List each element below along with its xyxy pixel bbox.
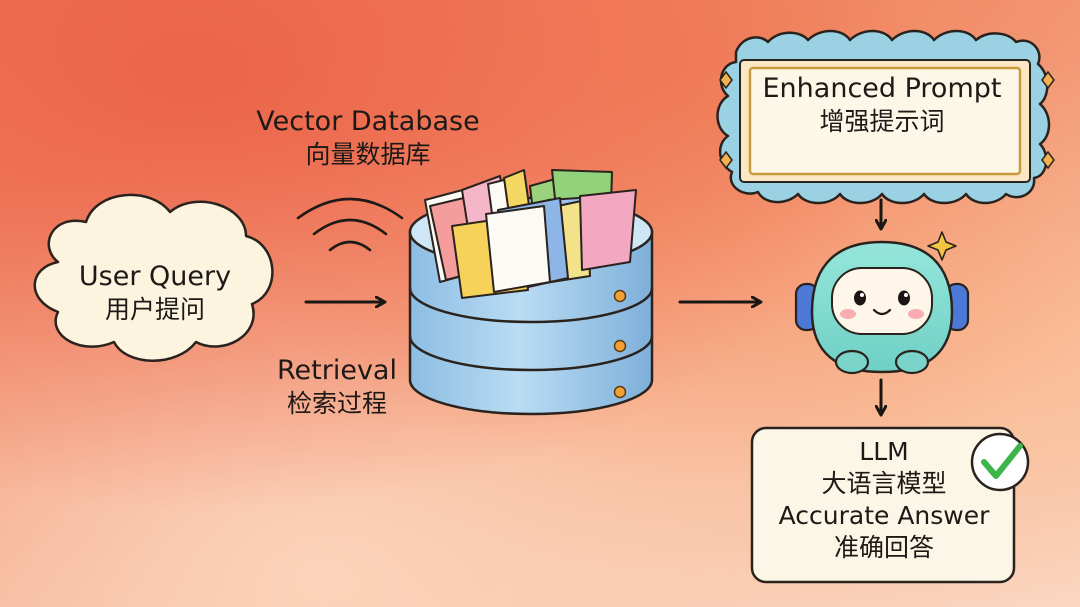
user-query-label: User Query 用户提问 (60, 260, 250, 325)
answer-line-accurate-zh: 准确回答 (833, 533, 934, 562)
robot-icon (794, 240, 970, 375)
user-query-cloud (33, 193, 274, 362)
wifi-signal-icon (296, 197, 404, 252)
check-icon (970, 432, 1030, 492)
vector-database-label-en: Vector Database (256, 106, 480, 137)
enhanced-prompt-label: Enhanced Prompt 增强提示词 (746, 72, 1018, 137)
folders-icon (424, 169, 637, 299)
answer-card (750, 426, 1016, 584)
answer-line-accurate: Accurate Answer (778, 501, 990, 530)
user-query-label-zh: 用户提问 (104, 294, 205, 324)
retrieval-label-zh: 检索过程 (286, 388, 387, 418)
status-dot (613, 339, 627, 353)
enhanced-prompt-label-zh: 增强提示词 (819, 106, 945, 136)
enhanced-prompt-frame (716, 29, 1055, 205)
retrieval-label: Retrieval 检索过程 (262, 354, 412, 419)
answer-line-llm: LLM (859, 437, 909, 466)
vector-database-label-zh: 向量数据库 (305, 139, 431, 169)
vector-database-label: Vector Database 向量数据库 (248, 105, 488, 170)
retrieval-label-en: Retrieval (277, 355, 397, 386)
status-dot (613, 385, 627, 399)
answer-label: LLM 大语言模型 Accurate Answer 准确回答 (756, 436, 1012, 564)
user-query-label-en: User Query (78, 261, 232, 292)
answer-line-llm-zh: 大语言模型 (821, 469, 947, 498)
status-dot (613, 289, 627, 303)
enhanced-prompt-label-en: Enhanced Prompt (762, 73, 1002, 104)
sparkle-icon (927, 231, 957, 261)
